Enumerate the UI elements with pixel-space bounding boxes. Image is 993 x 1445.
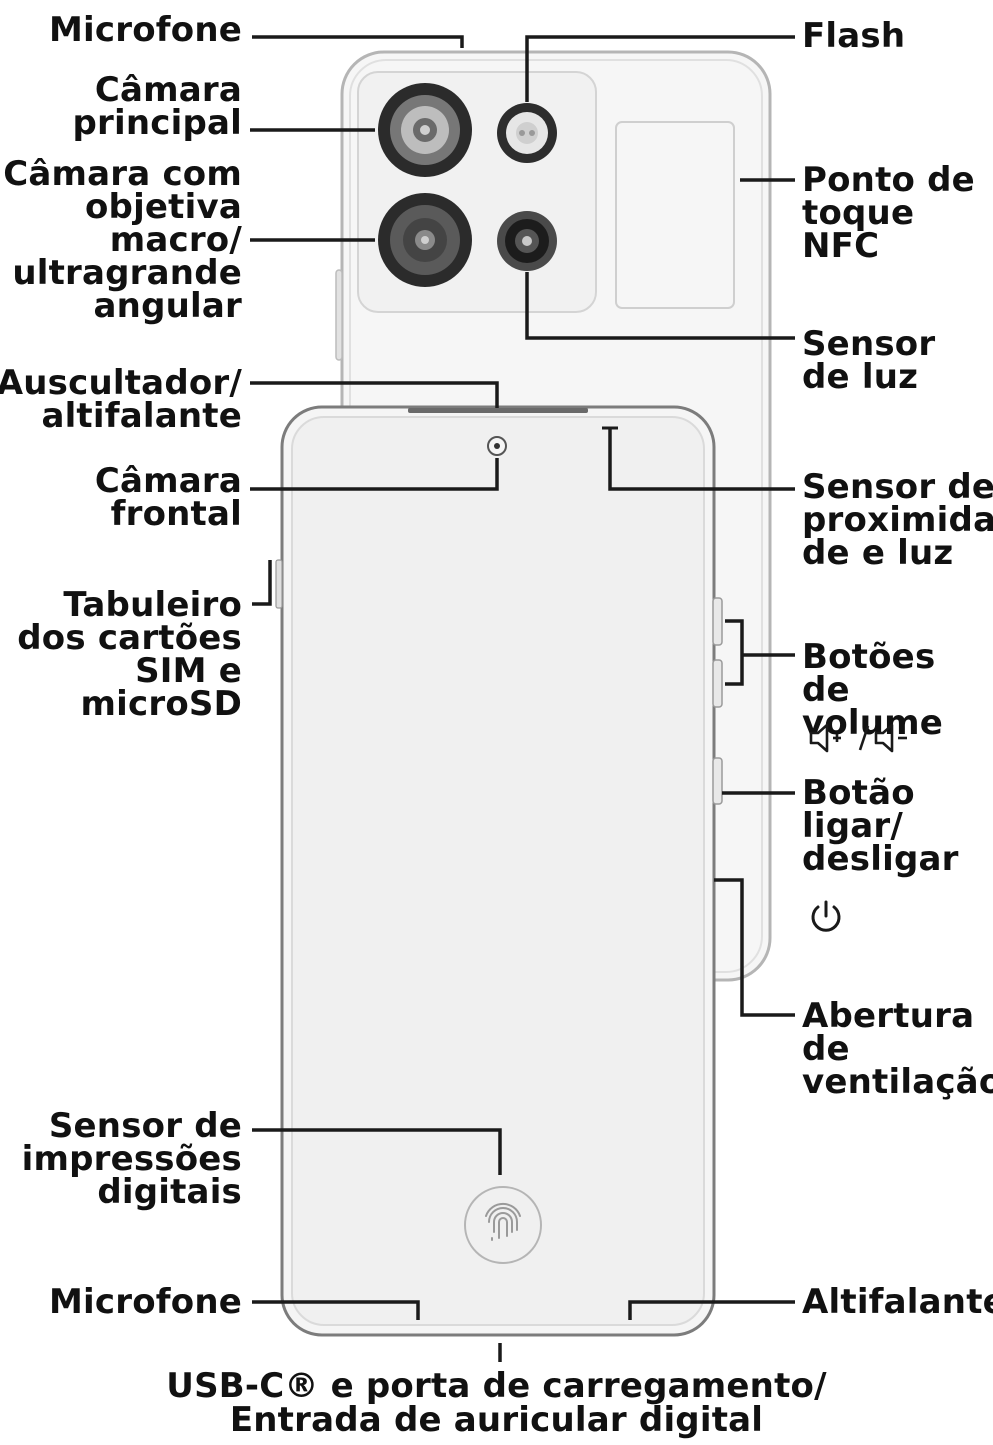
callout-fingerprint — [252, 1128, 502, 1175]
label-fingerprint: Sensor de impressões digitais — [21, 1106, 242, 1212]
front-camera-lens — [487, 436, 507, 456]
label-nfc: Ponto de toque NFC — [802, 160, 975, 266]
label-macro-camera: Câmara com objetiva macro/ ultragrande a… — [3, 154, 242, 326]
label-earpiece: Auscultador/ altifalante — [0, 363, 242, 436]
flash-lens — [497, 103, 557, 163]
label-flash: Flash — [802, 16, 906, 56]
callout-front-camera — [250, 458, 499, 491]
sim-tray-slot — [275, 559, 283, 609]
callout-mic-bottom — [252, 1300, 420, 1320]
label-volume: Botões de volume — [802, 637, 944, 743]
main-camera-lens — [378, 83, 472, 177]
phone-front — [280, 405, 716, 1337]
volume-icons — [809, 723, 907, 753]
power-button — [712, 757, 723, 805]
callout-light-sensor — [525, 272, 795, 340]
volume-separator-icon — [858, 725, 870, 751]
callout-flash — [525, 35, 795, 102]
fingerprint-icon — [485, 1202, 521, 1241]
label-vent: Abertura de ventilação — [802, 996, 993, 1102]
power-icon — [811, 900, 841, 932]
label-usb-line1: USB-C® e porta de carregamento/ — [166, 1366, 827, 1406]
callout-volume-bracket — [725, 619, 744, 686]
label-main-camera: Câmara principal — [72, 70, 242, 143]
callout-lines — [250, 35, 795, 1362]
label-usb-line2: Entrada de auricular digital — [229, 1400, 764, 1440]
label-mic-top: Microfone — [49, 10, 242, 50]
volume-down-button — [712, 659, 723, 708]
callout-mic-top — [252, 35, 464, 48]
label-power: Botão ligar/ desligar — [802, 773, 959, 879]
label-proximity-sensor: Sensor de proximida- de e luz — [802, 467, 993, 573]
label-light-sensor: Sensor de luz — [802, 324, 936, 397]
label-front-camera: Câmara frontal — [94, 461, 242, 534]
label-speaker: Altifalante — [802, 1282, 993, 1322]
volume-down-icon — [874, 723, 907, 753]
callout-sim-tray — [252, 560, 272, 606]
callout-speaker — [628, 1300, 795, 1320]
label-mic-bottom: Microfone — [49, 1282, 242, 1322]
callout-proximity — [608, 428, 795, 491]
callout-earpiece — [250, 381, 499, 408]
light-sensor-lens — [497, 211, 557, 271]
volume-up-button — [712, 597, 723, 646]
earpiece-slot — [408, 408, 588, 413]
volume-up-icon — [809, 723, 841, 753]
macro-camera-lens — [378, 193, 472, 287]
label-sim-tray: Tabuleiro dos cartões SIM e microSD — [17, 585, 242, 724]
fingerprint-sensor — [464, 1186, 542, 1264]
callout-vent — [714, 878, 795, 1017]
nfc-area — [615, 121, 735, 309]
